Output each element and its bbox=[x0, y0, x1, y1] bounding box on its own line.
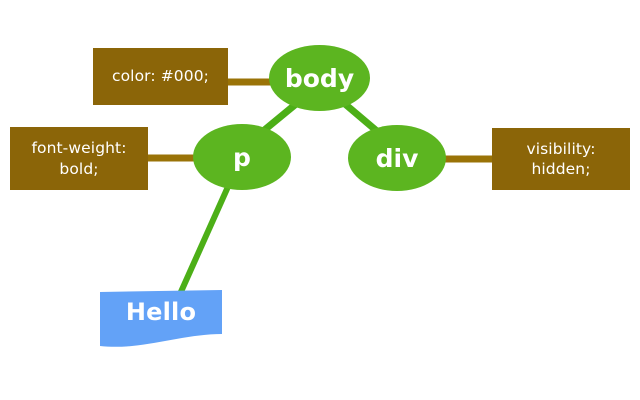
declaration-box-visibility[interactable]: visibility: hidden; bbox=[492, 128, 630, 190]
decl-shape-visibility bbox=[492, 128, 630, 190]
edge-body-to-div bbox=[342, 101, 381, 135]
edge-body-to-p bbox=[259, 101, 299, 135]
declaration-label-visibility: visibility: hidden; bbox=[526, 139, 596, 178]
dom-text-node-hello[interactable]: Hello bbox=[100, 290, 222, 348]
dom-node-p[interactable]: p bbox=[193, 124, 291, 190]
declaration-box-color[interactable]: color: #000; bbox=[93, 48, 228, 105]
dom-node-label-p: p bbox=[233, 142, 251, 172]
dom-node-label-body: body bbox=[284, 63, 355, 93]
dom-node-body[interactable]: body bbox=[269, 45, 370, 111]
node-shape-body bbox=[269, 45, 370, 111]
node-shape-p bbox=[193, 124, 291, 190]
text-node-shape bbox=[100, 290, 222, 347]
dom-node-div[interactable]: div bbox=[348, 125, 446, 191]
dom-text-node-label-hello: Hello bbox=[125, 298, 197, 326]
edge-p-to-hello bbox=[177, 178, 234, 296]
node-shape-div bbox=[348, 125, 446, 191]
decl-shape-fontweight bbox=[10, 127, 148, 190]
declaration-label-font-weight: font-weight: bold; bbox=[31, 139, 127, 178]
decl-shape-color bbox=[93, 48, 228, 105]
dom-node-label-div: div bbox=[375, 143, 419, 173]
declaration-box-font-weight[interactable]: font-weight: bold; bbox=[10, 127, 148, 190]
declaration-label-color: color: #000; bbox=[111, 67, 210, 86]
